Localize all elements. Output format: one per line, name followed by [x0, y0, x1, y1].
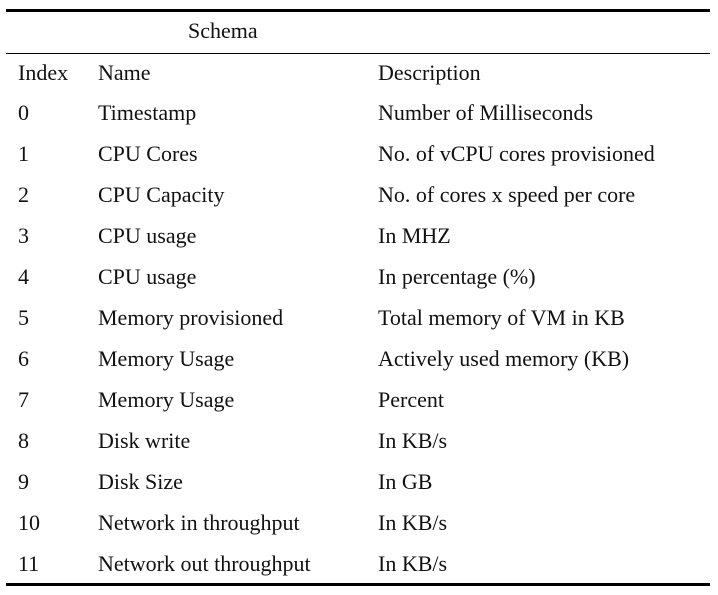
row-description: No. of cores x speed per core: [378, 182, 636, 207]
row-index: 1: [18, 141, 29, 166]
table-header-rule: [6, 53, 710, 54]
row-index: 10: [18, 510, 40, 535]
table-row: 6 Memory Usage Actively used memory (KB): [0, 344, 718, 385]
table-row: 4 CPU usage In percentage (%): [0, 262, 718, 303]
table-row: 9 Disk Size In GB: [0, 467, 718, 508]
row-index: 6: [18, 346, 29, 371]
row-name: Network in throughput: [98, 510, 300, 535]
header-index: Index: [18, 60, 69, 85]
table-caption: Schema: [188, 18, 258, 43]
table-row: 2 CPU Capacity No. of cores x speed per …: [0, 180, 718, 221]
row-name: Timestamp: [98, 100, 197, 125]
table-row: 1 CPU Cores No. of vCPU cores provisione…: [0, 139, 718, 180]
row-description: In percentage (%): [378, 264, 536, 289]
row-name: Memory provisioned: [98, 305, 284, 330]
table-row: 0 Timestamp Number of Milliseconds: [0, 98, 718, 139]
row-index: 3: [18, 223, 29, 248]
row-description: Number of Milliseconds: [378, 100, 594, 125]
row-index: 9: [18, 469, 29, 494]
row-description: In KB/s: [378, 510, 448, 535]
row-index: 2: [18, 182, 29, 207]
row-index: 8: [18, 428, 29, 453]
row-name: CPU usage: [98, 223, 197, 248]
table-row: 5 Memory provisioned Total memory of VM …: [0, 303, 718, 344]
row-description: Actively used memory (KB): [378, 346, 630, 371]
header-name: Name: [98, 60, 151, 85]
row-name: Memory Usage: [98, 346, 235, 371]
row-index: 4: [18, 264, 29, 289]
table-header-row: Index Name Description: [0, 58, 718, 99]
row-index: 7: [18, 387, 29, 412]
row-description: In KB/s: [378, 551, 448, 576]
row-name: Network out throughput: [98, 551, 311, 576]
row-description: In KB/s: [378, 428, 448, 453]
table-bottom-rule: [6, 583, 710, 586]
row-description: No. of vCPU cores provisioned: [378, 141, 655, 166]
row-description: Total memory of VM in KB: [378, 305, 625, 330]
row-description: Percent: [378, 387, 444, 412]
table-row: 11 Network out throughput In KB/s: [0, 549, 718, 590]
row-name: Disk Size: [98, 469, 183, 494]
table-row: 7 Memory Usage Percent: [0, 385, 718, 426]
table-row: 10 Network in throughput In KB/s: [0, 508, 718, 549]
row-description: In MHZ: [378, 223, 451, 248]
row-name: CPU Cores: [98, 141, 198, 166]
row-index: 11: [18, 551, 40, 576]
row-name: Disk write: [98, 428, 191, 453]
table-row: 3 CPU usage In MHZ: [0, 221, 718, 262]
row-index: 0: [18, 100, 29, 125]
table-row: 8 Disk write In KB/s: [0, 426, 718, 467]
row-index: 5: [18, 305, 29, 330]
row-name: CPU Capacity: [98, 182, 225, 207]
row-description: In GB: [378, 469, 433, 494]
row-name: Memory Usage: [98, 387, 235, 412]
row-name: CPU usage: [98, 264, 197, 289]
table-top-rule: [6, 9, 710, 12]
header-description: Description: [378, 60, 481, 85]
